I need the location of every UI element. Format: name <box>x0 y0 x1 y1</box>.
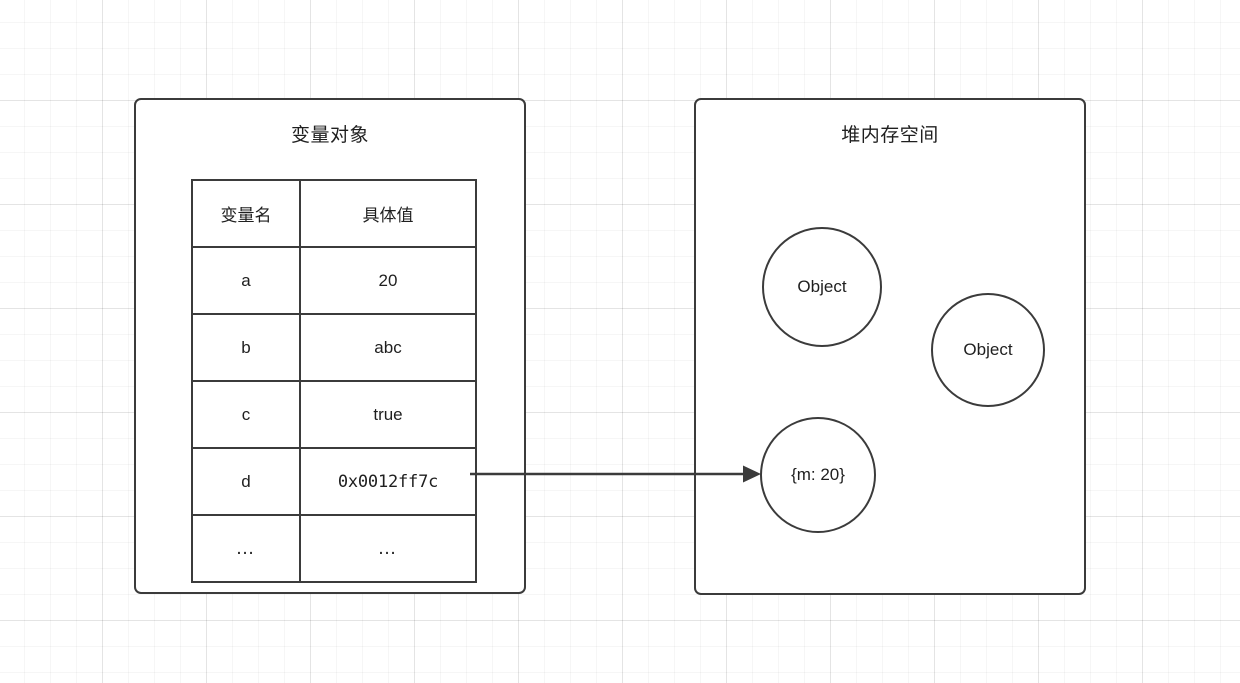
cell-variable-value-d: 0x0012ff7c <box>299 447 477 516</box>
heap-object-circle-2: Object <box>931 293 1045 407</box>
pointer-arrow-d-to-heap-object <box>470 465 761 483</box>
cell-variable-name-d: d <box>191 447 301 516</box>
pointer-arrow-head-icon <box>743 465 761 483</box>
heap-memory-panel: 堆内存空间 Object Object {m: 20} <box>694 98 1086 595</box>
table-header-row: 变量名 具体值 <box>191 179 477 248</box>
cell-variable-name-a: a <box>191 246 301 315</box>
table-row: a 20 <box>191 246 477 315</box>
heap-object-circle-3: {m: 20} <box>760 417 876 533</box>
table-header-variable-value: 具体值 <box>299 179 477 248</box>
variable-object-panel-title: 变量对象 <box>290 125 369 146</box>
cell-variable-name-b: b <box>191 313 301 382</box>
cell-variable-value-ellipsis: … <box>299 514 477 583</box>
cell-variable-value-b: abc <box>299 313 477 382</box>
variable-table: 变量名 具体值 a 20 b abc c true d 0x0012ff7c …… <box>191 179 477 583</box>
heap-object-circle-1: Object <box>762 227 882 347</box>
table-row: d 0x0012ff7c <box>191 447 477 516</box>
heap-object-label-3: {m: 20} <box>791 465 845 484</box>
heap-object-label-1: Object <box>797 277 847 296</box>
cell-variable-name-ellipsis: … <box>191 514 301 583</box>
table-row: c true <box>191 380 477 449</box>
cell-variable-value-c: true <box>299 380 477 449</box>
heap-memory-panel-title: 堆内存空间 <box>841 125 939 146</box>
heap-object-label-2: Object <box>963 340 1013 359</box>
variable-object-panel: 变量对象 变量名 具体值 a 20 b abc c true d 0x0012f… <box>134 98 526 594</box>
table-row: b abc <box>191 313 477 382</box>
table-header-variable-name: 变量名 <box>191 179 301 248</box>
table-row: … … <box>191 514 477 583</box>
cell-variable-value-a: 20 <box>299 246 477 315</box>
cell-variable-name-c: c <box>191 380 301 449</box>
